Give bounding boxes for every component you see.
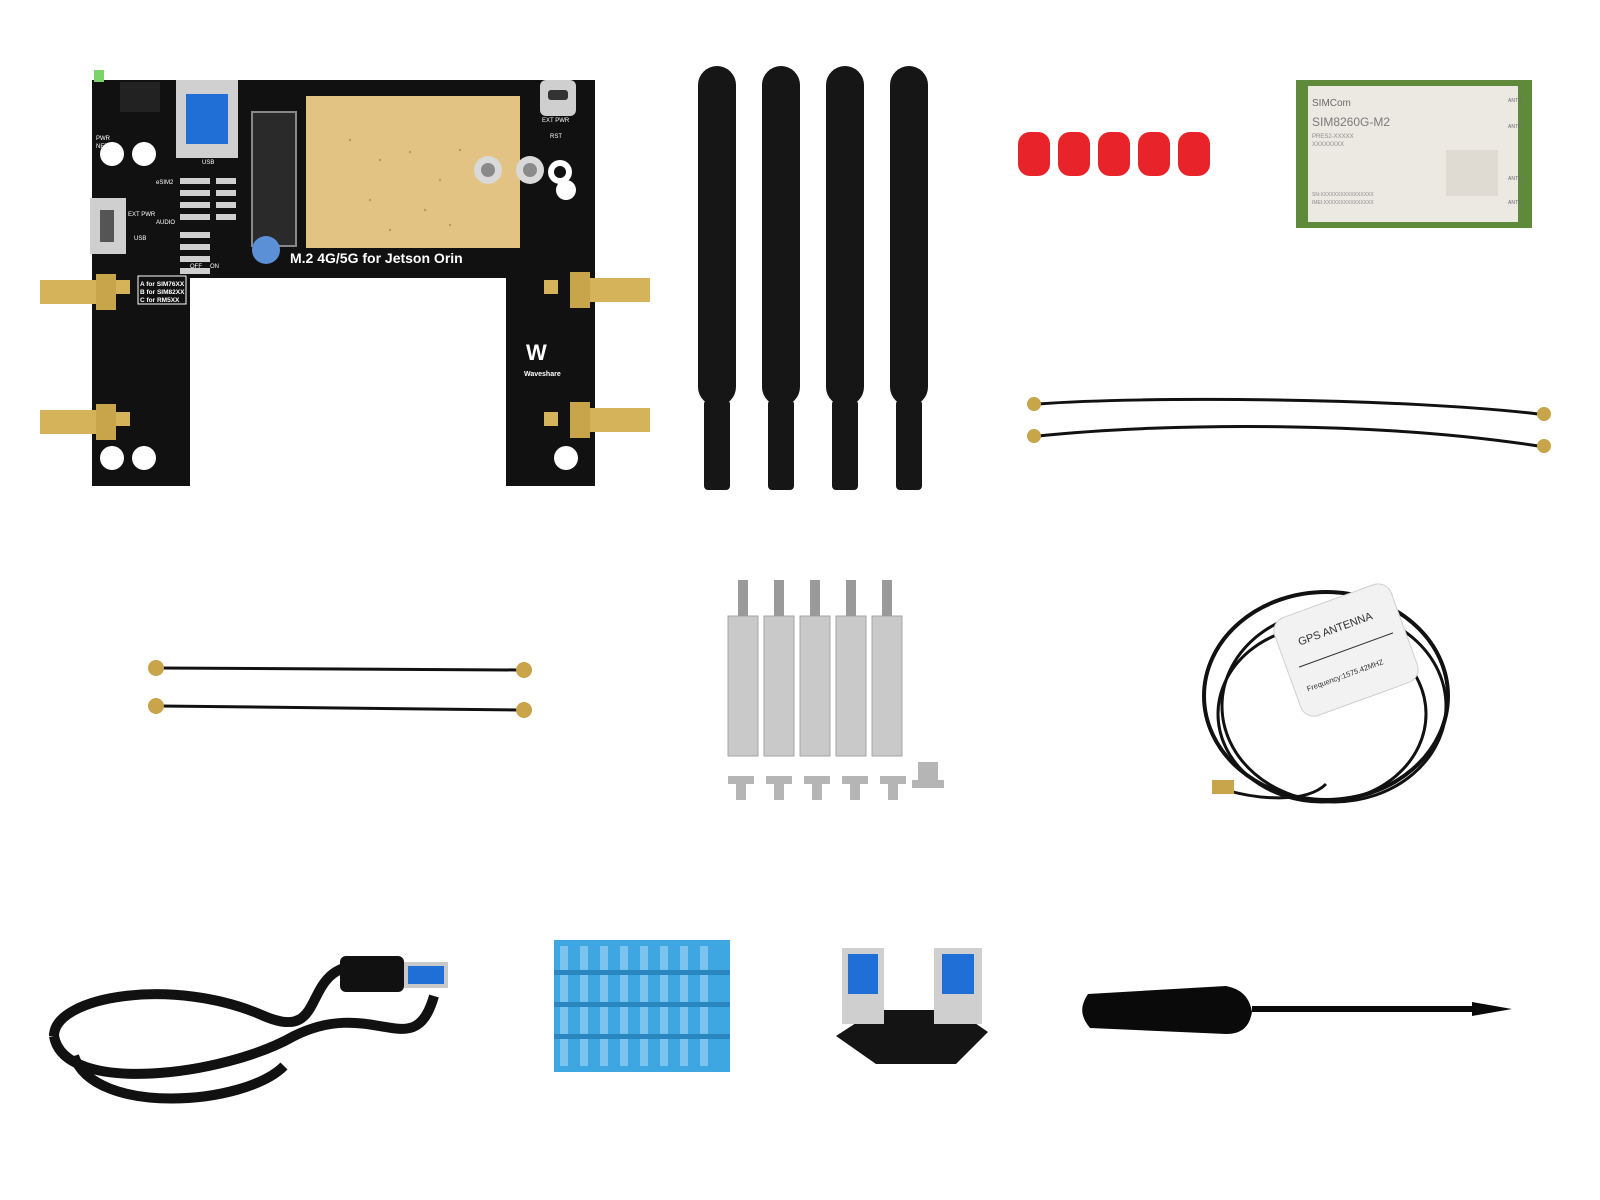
lte-antennas xyxy=(690,60,950,500)
label-ext-pwr-switch: EXT PWR xyxy=(128,212,156,218)
label-usb: USB xyxy=(202,160,214,166)
antenna xyxy=(890,66,928,490)
module-line2: XXXXXXXX xyxy=(1312,142,1344,148)
module-model: SIM8260G-M2 xyxy=(1312,115,1390,129)
gps-antenna: GPS ANTENNA Frequency:1575.42MHZ xyxy=(1196,583,1466,834)
sma-dust-caps xyxy=(1018,128,1218,180)
label-b-for: B for SIM82XX xyxy=(140,289,185,296)
board-brand: Waveshare xyxy=(524,371,561,378)
label-a-for: A for SIM76XX xyxy=(140,281,185,288)
ipex-cables-pair-left xyxy=(140,650,540,730)
label-esim2: eSIM2 xyxy=(156,180,174,186)
module-line1: PRES2-XXXXX xyxy=(1312,134,1354,140)
label-audio-switch: AUDIO xyxy=(156,220,175,226)
module-ant4: ANT4 xyxy=(1508,124,1521,130)
simcom-module: SIMCom SIM8260G-M2 PRES2-XXXXX XXXXXXXX … xyxy=(1296,80,1532,228)
module-ant3: ANT3 xyxy=(1508,98,1521,104)
label-on: ON xyxy=(210,264,219,270)
label-audio: AUDIO xyxy=(136,150,155,156)
antenna xyxy=(698,66,736,490)
screwdriver xyxy=(1076,976,1516,1040)
waveshare-logo: W xyxy=(526,340,547,365)
module-ant2: ANT2 xyxy=(1508,200,1521,206)
module-imei: IMEI:XXXXXXXXXXXXXXX xyxy=(1312,200,1374,206)
label-off: OFF xyxy=(190,264,202,270)
standoffs-and-screws xyxy=(724,580,964,812)
label-c-for: C for RM5XX xyxy=(140,297,180,304)
module-sn: SN:XXXXXXXXXXXXXXXX xyxy=(1312,192,1374,198)
module-brand: SIMCom xyxy=(1312,98,1351,109)
label-pwr: PWR xyxy=(96,136,111,142)
m2-adapter-board: PWR NET AUDIO USB EXT PWR RST eSIM2 EXT … xyxy=(30,60,670,490)
antenna xyxy=(826,66,864,490)
ipex-cables-pair-right xyxy=(1024,392,1554,454)
label-ext-pwr: EXT PWR xyxy=(542,118,570,124)
label-usb-switch: USB xyxy=(134,236,146,242)
label-net: NET xyxy=(96,144,108,150)
label-rst: RST xyxy=(550,134,562,140)
blue-heatsink xyxy=(554,940,730,1072)
usb-cable xyxy=(34,926,464,1122)
board-title: M.2 4G/5G for Jetson Orin xyxy=(290,250,463,266)
usb-u-adapter xyxy=(836,940,996,1074)
antenna xyxy=(762,66,800,490)
module-ant1: ANT1 xyxy=(1508,176,1521,182)
